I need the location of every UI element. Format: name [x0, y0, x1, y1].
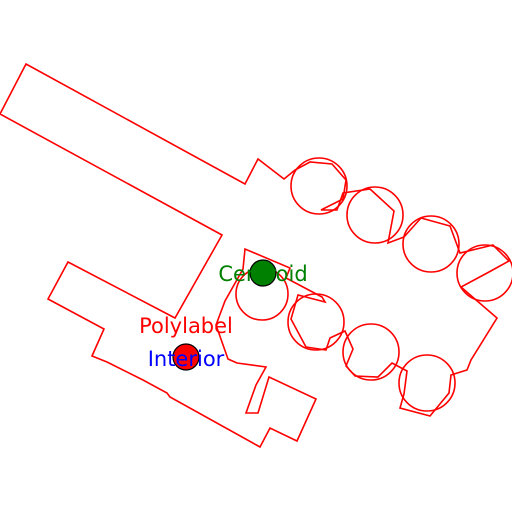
polygon-lobe	[342, 323, 400, 381]
interior-label: Interior	[148, 347, 225, 371]
polygon-upper-arm	[0, 62, 511, 449]
polylabel-marker: Polylabel	[139, 314, 233, 338]
polylabel-label: Polylabel	[139, 314, 233, 338]
centroid-dot	[249, 259, 277, 287]
polygon-lobe	[402, 215, 460, 273]
polygon-lobe	[290, 157, 348, 215]
polygon-lobe	[287, 293, 345, 351]
polygon-lobe	[346, 186, 404, 244]
interior-marker: Interior	[148, 343, 225, 371]
polygon-outline	[0, 62, 512, 449]
polygon-lobe	[456, 244, 512, 302]
centroid-label: Centroid	[218, 262, 307, 286]
polylabel-dot	[172, 343, 200, 371]
centroid-marker: Centroid	[218, 259, 308, 287]
polygon-lobe	[398, 354, 456, 412]
